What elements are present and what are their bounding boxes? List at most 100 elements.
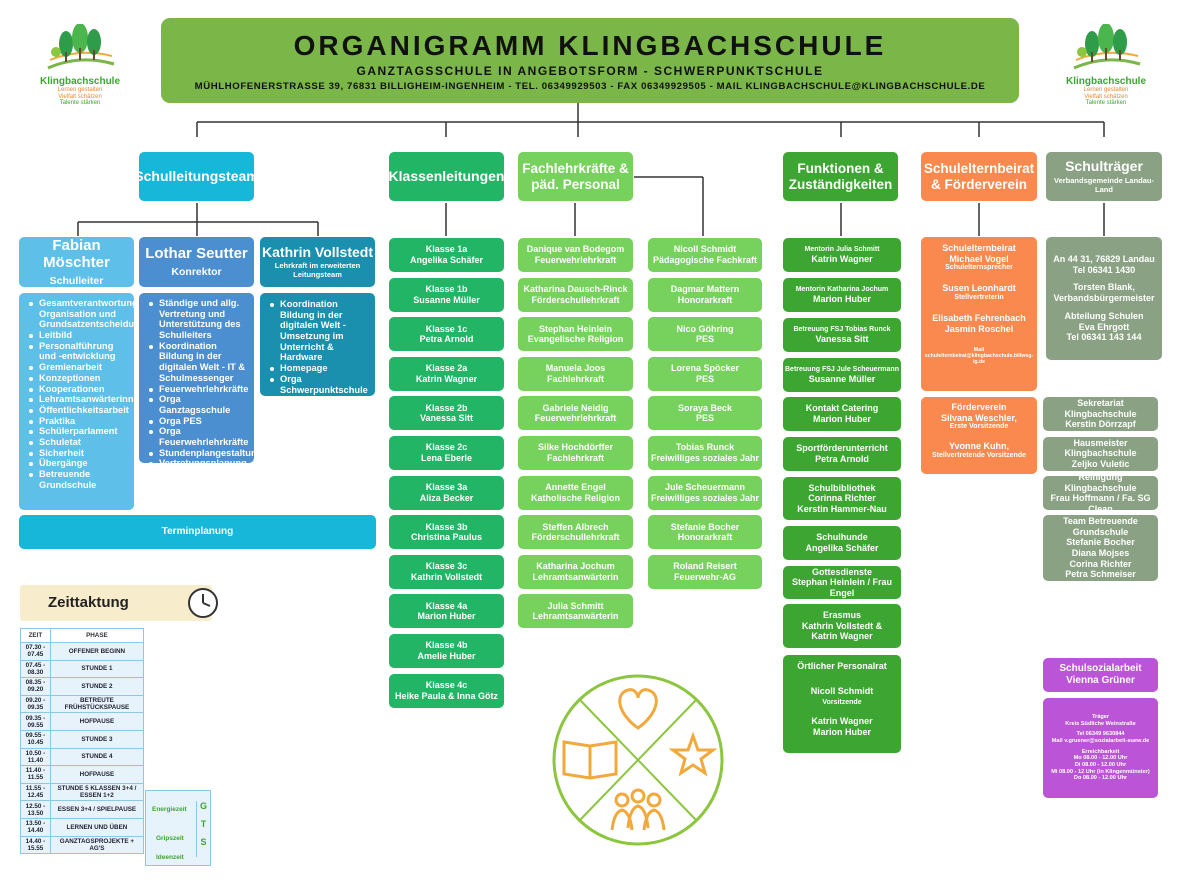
seb-n1: Michael Vogel <box>949 253 1009 264</box>
sozial-title: Schulsozialarbeit <box>1059 663 1142 675</box>
task-item: Feuerwehrlehrkräfte <box>149 384 248 395</box>
task-item: Ständige und allg. Vertretung und Unters… <box>149 298 248 341</box>
klasse-label: Klasse 3b <box>425 521 468 532</box>
staff-role: Lehramtsanwärterin <box>532 611 619 622</box>
staff-name: Silke Hochdörffer <box>537 442 613 453</box>
zeit-time-cell: 07.30 - 07.45 <box>20 642 51 661</box>
staff-name: Nicoll Schmidt <box>673 244 737 255</box>
traeger-info-line: Abteilung Schulen <box>1064 310 1144 321</box>
task-item: Kooperationen <box>29 384 128 395</box>
staff-name: Danique van Bodegom <box>526 244 625 255</box>
schulleitung-title: Schulleitungsteam <box>139 168 254 185</box>
zeit-phase-cell: HOFPAUSE <box>49 765 145 784</box>
sozial-info-line: Do 08.00 - 12.00 Uhr <box>1073 775 1128 782</box>
traeger-info-line: Tel 06341 1430 <box>1072 264 1136 275</box>
logo-trees-icon <box>1073 23 1141 70</box>
klasse-teacher: Christina Paulus <box>410 532 482 543</box>
seb-title: Schulelternbeirat <box>942 243 1016 253</box>
seb-card: Schulelternbeirat Michael Vogel Schulelt… <box>921 237 1037 391</box>
klasse-label: Klasse 2b <box>425 402 468 413</box>
funktion-person: Susanne Müller <box>808 373 876 384</box>
zeit-title-bar: Zeittaktung <box>20 585 218 621</box>
task-item: Lehramtsanwärterinnen <box>29 394 134 405</box>
klasse-label: Klasse 4a <box>425 600 468 611</box>
staff-name: Annette Engel <box>545 481 606 492</box>
klasse-teacher: Susanne Müller <box>413 294 480 305</box>
funktion-label: Kontakt Catering <box>805 403 879 414</box>
klasse-label: Klasse 1c <box>425 323 468 334</box>
funktion-label: Mentorin Katharina Jochum <box>795 285 889 293</box>
sozial-info-line: Mail v.gruener@sozialarbeit-suew.de <box>1051 737 1150 744</box>
staff-name: Dagmar Mattern <box>670 283 740 294</box>
side-label-energiezeit: Energiezeit <box>152 806 187 813</box>
klasse-teacher: Kathrin Vollstedt <box>410 571 483 582</box>
sozial-info-line: Mi 08.00 - 12 Uhr (in Klingenmünster) <box>1051 768 1150 775</box>
header-banner: ORGANIGRAMM KLINGBACHSCHULE GANZTAGSSCHU… <box>161 18 1019 103</box>
task-item: Orga Schwerpunktschule und Förderung <box>270 374 369 396</box>
eltern-header: Schulelternbeirat & Förderverein <box>921 152 1037 201</box>
school-logo-right: Klingbachschule Lernen gestalten Vielfal… <box>1066 23 1146 106</box>
funktion-label: Betreuung FSJ Tobias Runck <box>793 325 891 333</box>
staff-role: Fachlehrkraft <box>546 373 605 384</box>
klasse-teacher: Marion Huber <box>417 611 476 622</box>
staff-name: Steffen Albrech <box>542 521 609 532</box>
logo-line2: Vielfalt schätzen <box>58 93 102 100</box>
staff-name: Stephan Heinlein <box>538 323 612 334</box>
sozial-name: Vienna Grüner <box>1066 675 1135 686</box>
person-card-konrektor: Lothar Seutter Konrektor <box>139 237 254 287</box>
traeger-info-line <box>1053 275 1155 282</box>
personalrat-n1: Nicoll Schmidt <box>810 685 874 696</box>
personalrat-card: Örtlicher Personalrat Nicoll Schmidt Vor… <box>783 655 901 753</box>
fv-title: Förderverein <box>951 402 1007 412</box>
traeger-info-line: Tel 06341 143 144 <box>1066 332 1142 343</box>
task-item: Sicherheit <box>29 448 128 459</box>
gts-letter: S <box>200 837 207 847</box>
seb-mail[interactable]: schulelternbeirat@klingbachschule.billwe… <box>924 353 1034 366</box>
staff-name: Manuela Joos <box>545 363 606 374</box>
klasse-label: Klasse 2c <box>425 442 468 453</box>
staff-name: Jule Scheuermann <box>664 481 746 492</box>
traeger-info-line: Torsten Blank, <box>1073 282 1135 293</box>
team-title: Team Betreuende Grundschule <box>1063 516 1138 537</box>
personalrat-n3: Marion Huber <box>812 727 871 738</box>
person-name: Kathrin Vollstedt <box>262 243 373 260</box>
staff-name: Tobias Runck <box>675 442 735 453</box>
fach-title: Fachlehrkräfte & päd. Personal <box>522 160 629 192</box>
traeger-item-title: Reinigung Klingbachschule <box>1064 476 1137 493</box>
traeger-info-line: Eva Ehrgott <box>1078 321 1130 332</box>
staff-name: Julia Schmitt <box>547 600 604 611</box>
task-item: Personalführung und -entwicklung <box>29 341 128 362</box>
klasse-label: Klasse 3c <box>425 561 468 572</box>
funktion-person: Vanessa Sitt <box>815 333 869 344</box>
logo-trees-icon <box>47 23 115 70</box>
gts-panel: Energiezeit Gripszeit Ideenzeit G T S <box>145 790 211 866</box>
fv-n2: Yvonne Kuhn, <box>948 441 1009 452</box>
page-title: ORGANIGRAMM KLINGBACHSCHULE <box>293 29 887 61</box>
logo-line1: Lernen gestalten <box>57 87 103 93</box>
staff-name: Roland Reisert <box>673 561 737 572</box>
klasse-label: Klasse 3a <box>425 481 468 492</box>
traeger-item-person: Frau Hoffmann / Fa. SG Clean <box>1050 493 1151 511</box>
zeit-time-cell: 14.40 - 15.55 <box>20 835 51 855</box>
